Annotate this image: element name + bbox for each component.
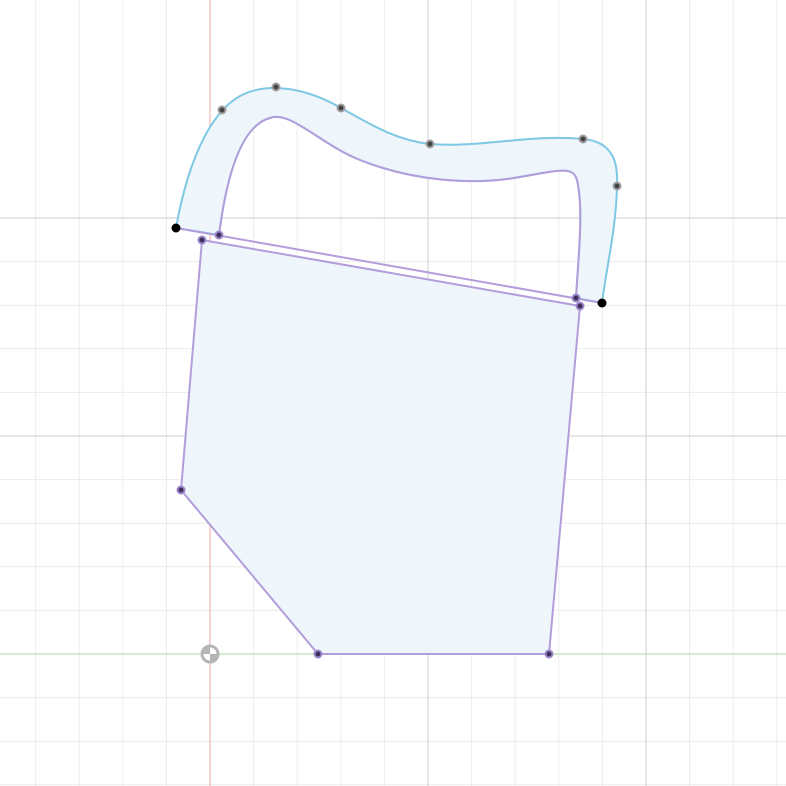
spline-point[interactable]	[336, 103, 346, 113]
fixed-point[interactable]	[171, 223, 181, 233]
spline-point[interactable]	[612, 181, 622, 191]
spline-point[interactable]	[578, 134, 588, 144]
handle-inner-curve[interactable]	[218, 115, 582, 299]
spline-point[interactable]	[217, 105, 227, 115]
cup-body-profile[interactable]	[179, 238, 582, 655]
sketch-point[interactable]	[197, 235, 207, 245]
spline-point[interactable]	[271, 82, 281, 92]
spline-point[interactable]	[425, 139, 435, 149]
origin-icon[interactable]	[200, 644, 220, 664]
sketch-point[interactable]	[214, 230, 224, 240]
sketch-point[interactable]	[313, 649, 323, 659]
sketch-point[interactable]	[571, 293, 581, 303]
sketch-point[interactable]	[544, 649, 554, 659]
sketch-point[interactable]	[176, 485, 186, 495]
sketch-point[interactable]	[575, 301, 585, 311]
rim-line[interactable]	[175, 227, 603, 304]
fixed-point[interactable]	[597, 298, 607, 308]
